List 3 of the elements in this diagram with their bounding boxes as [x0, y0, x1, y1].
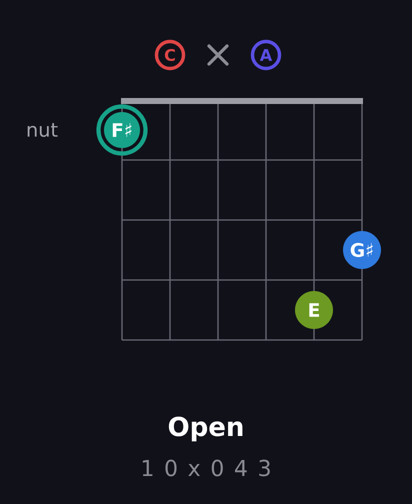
fingering-text: 1 0 x 0 4 3 — [142, 460, 270, 476]
nut-label: nut — [28, 123, 58, 137]
chord-name: Open — [168, 416, 242, 442]
